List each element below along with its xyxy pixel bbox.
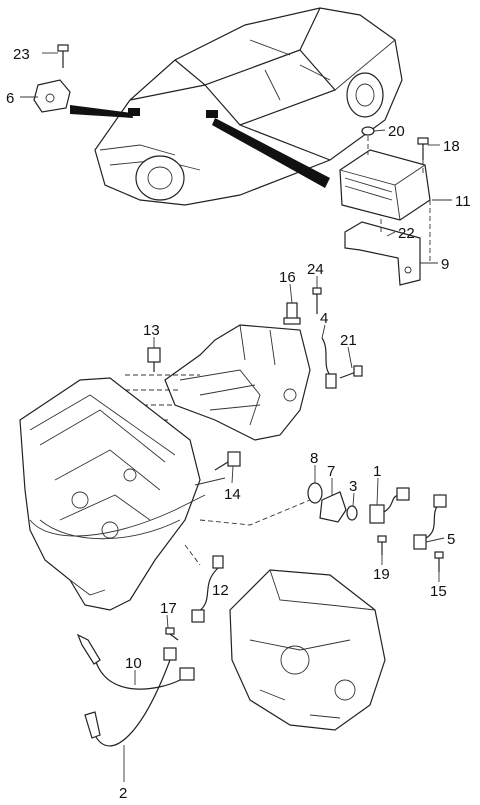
leader-lines: [20, 52, 452, 782]
callout-23: 23: [13, 46, 30, 63]
callout-24: 24: [307, 261, 324, 278]
callout-20: 20: [388, 123, 405, 140]
callout-9: 9: [441, 256, 449, 273]
connector-14: [214, 451, 241, 471]
callout-15: 15: [430, 583, 447, 600]
callout-2: 2: [119, 785, 127, 802]
callout-10: 10: [125, 655, 142, 672]
callout-14: 14: [224, 486, 241, 503]
callout-18: 18: [443, 138, 460, 155]
temperature-sensor-13: [147, 347, 161, 372]
car-illustration: [94, 7, 403, 206]
locator-arrow-6: [70, 105, 133, 118]
callout-7: 7: [327, 463, 335, 480]
transmission: [229, 569, 386, 731]
callout-labels: 23 6 20 18 11 22 9 16 24 13 4 21 8 7 3 1…: [6, 46, 471, 802]
callout-8: 8: [310, 450, 318, 467]
sensor-16: [283, 302, 301, 325]
bolt-15: [434, 551, 444, 572]
bolt-17: [165, 627, 179, 641]
sensor-4: [321, 337, 337, 389]
callout-19: 19: [373, 566, 390, 583]
callout-11: 11: [455, 193, 471, 210]
o-ring-8: [307, 482, 323, 504]
knock-sensor-12: [191, 555, 224, 623]
callout-12: 12: [212, 582, 229, 599]
callout-3: 3: [349, 478, 357, 495]
engine-block: [19, 377, 201, 611]
callout-21: 21: [340, 332, 357, 349]
o-ring-3: [346, 505, 358, 521]
control-unit-location: [206, 110, 218, 118]
locator-arrow-11: [212, 118, 330, 188]
bolt-19: [377, 535, 387, 555]
crash-sensor-6: [33, 79, 71, 113]
callout-5: 5: [447, 531, 455, 548]
crankshaft-sensor-1: [369, 487, 410, 524]
control-unit-11: [339, 149, 431, 221]
bolt-23: [57, 44, 69, 68]
callout-13: 13: [143, 322, 160, 339]
callout-4: 4: [320, 310, 328, 327]
callout-17: 17: [160, 600, 177, 617]
nut-20: [361, 126, 375, 136]
intake-manifold: [164, 324, 311, 441]
camshaft-sensor-7: [319, 491, 347, 523]
callout-16: 16: [279, 269, 296, 286]
bolt-21: [339, 365, 363, 379]
bolt-18: [417, 137, 429, 160]
oxygen-sensor-10: [76, 633, 195, 690]
impact-sensor-location: [128, 108, 140, 116]
callout-22: 22: [398, 225, 415, 242]
oxygen-sensor-2: [84, 647, 177, 747]
callout-6: 6: [6, 90, 14, 107]
callout-1: 1: [373, 463, 381, 480]
sensor-5: [413, 494, 447, 550]
